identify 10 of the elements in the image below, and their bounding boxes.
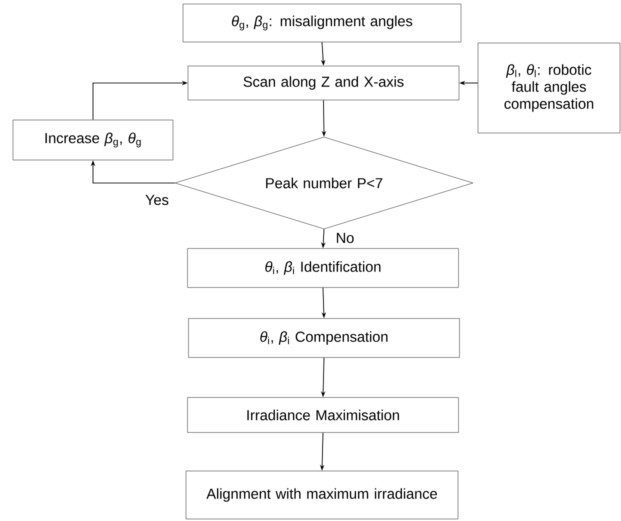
edge-label: Yes [144, 194, 170, 206]
process-box: β$_{l}$, θ$_{l}$: robotic fault angles compensation [478, 42, 620, 134]
process-box: θ$_{i}$, β$_{i}$ Compensation [188, 318, 460, 358]
process-box: Alignment with maximum irradiance [186, 470, 458, 520]
edge-label: No [334, 232, 356, 244]
process-box: θ$_{g}$, β$_{g}$: misalignment angles [182, 4, 462, 42]
process-box: Increase β$_{g}$, θ$_{g}$ [12, 120, 174, 160]
process-box: θ$_{i}$, β$_{i}$ Identification [187, 248, 459, 288]
process-box: Scan along Z and X-axis [188, 66, 460, 100]
process-box: Irradiance Maximisation [187, 397, 459, 433]
